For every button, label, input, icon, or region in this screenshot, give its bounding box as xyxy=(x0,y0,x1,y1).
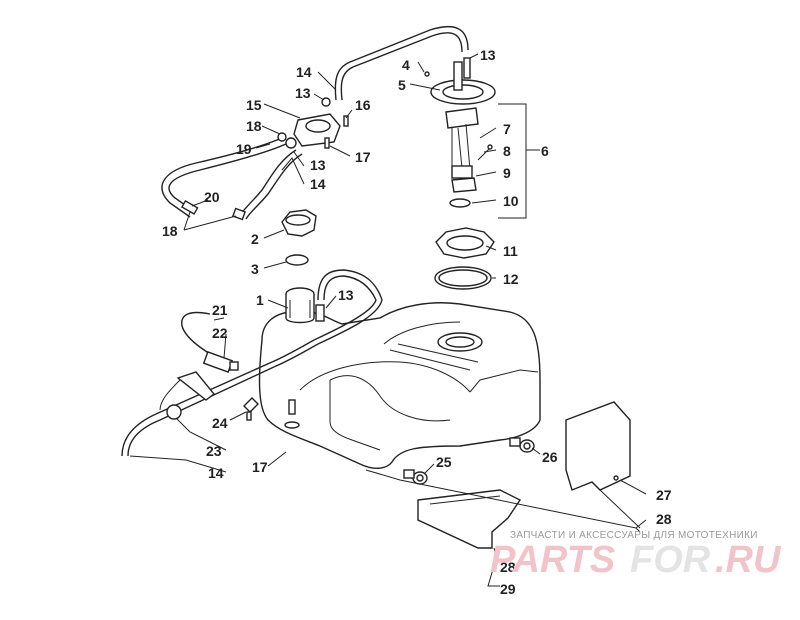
callout-4: 4 xyxy=(402,57,410,73)
callout-17: 17 xyxy=(355,149,371,165)
filler-gasket xyxy=(285,254,309,266)
callout-17: 17 xyxy=(252,459,268,475)
vent-valve-assembly xyxy=(277,97,349,149)
callout-15: 15 xyxy=(246,97,262,113)
watermark-caption: ЗАПЧАСТИ И АКСЕССУАРЫ ДЛЯ МОТОТЕХНИКИ xyxy=(510,530,758,541)
callout-5: 5 xyxy=(398,77,406,93)
callout-1: 1 xyxy=(256,292,264,308)
fuel-tank xyxy=(121,269,541,469)
heat-shield xyxy=(565,401,631,491)
leader-lines xyxy=(129,53,647,587)
callout-13: 13 xyxy=(310,157,326,173)
lower-bracket xyxy=(417,489,522,549)
callout-16: 16 xyxy=(355,97,371,113)
watermark-brand-for: FOR xyxy=(630,539,711,581)
callout-8: 8 xyxy=(503,143,511,159)
callout-20: 20 xyxy=(204,189,220,205)
callout-labels: 1 2 3 4 5 6 7 8 9 10 11 12 13 13 13 13 1… xyxy=(162,47,672,597)
tank-grommets xyxy=(403,437,535,485)
hose-fittings-left xyxy=(180,199,246,221)
watermark-brand-parts: PARTS xyxy=(490,539,615,581)
callout-2: 2 xyxy=(251,231,259,247)
callout-10: 10 xyxy=(503,193,519,209)
callout-12: 12 xyxy=(503,271,519,287)
callout-14: 14 xyxy=(296,64,312,80)
callout-7: 7 xyxy=(503,121,511,137)
callout-28: 28 xyxy=(656,511,672,527)
callout-14: 14 xyxy=(208,465,224,481)
callout-19: 19 xyxy=(236,141,252,157)
callout-29: 29 xyxy=(500,581,516,597)
fuel-pump-assembly xyxy=(424,57,496,208)
callout-25: 25 xyxy=(436,454,452,470)
pump-seal xyxy=(434,266,492,290)
vent-hose-left xyxy=(161,135,303,220)
callout-3: 3 xyxy=(251,261,259,277)
vent-hose-upper xyxy=(334,25,469,101)
watermark: ЗАПЧАСТИ И АКСЕССУАРЫ ДЛЯ МОТОТЕХНИКИ PA… xyxy=(490,530,782,581)
callout-13: 13 xyxy=(480,47,496,63)
callout-21: 21 xyxy=(212,302,228,318)
callout-9: 9 xyxy=(503,165,511,181)
callout-27: 27 xyxy=(656,487,672,503)
callout-18: 18 xyxy=(246,118,262,134)
fuel-filter-assembly xyxy=(159,311,259,421)
pump-lock-ring xyxy=(435,227,495,259)
callout-13: 13 xyxy=(295,85,311,101)
callout-14: 14 xyxy=(310,176,326,192)
callout-28: 28 xyxy=(500,559,516,575)
filler-cap xyxy=(281,209,317,237)
callout-23: 23 xyxy=(206,443,222,459)
callout-6: 6 xyxy=(541,143,549,159)
callout-22: 22 xyxy=(212,325,228,341)
watermark-brand-domain: .RU xyxy=(715,539,782,581)
callout-13: 13 xyxy=(338,287,354,303)
callout-24: 24 xyxy=(212,415,228,431)
callout-26: 26 xyxy=(542,449,558,465)
callout-18: 18 xyxy=(162,223,178,239)
callout-11: 11 xyxy=(503,243,518,259)
